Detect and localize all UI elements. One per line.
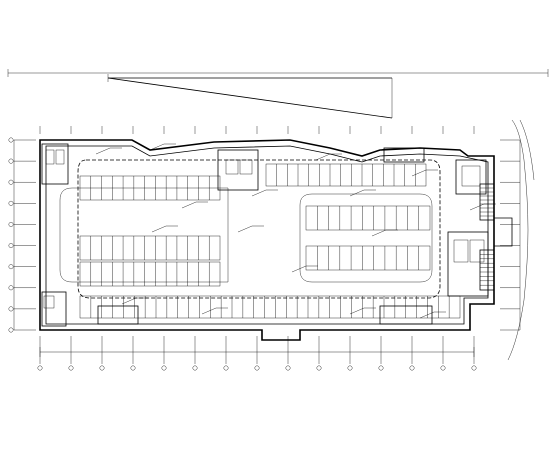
grid-bubble: [8, 222, 14, 227]
leader-line: [291, 265, 307, 273]
stall-block: [79, 261, 221, 287]
leader-line: [411, 169, 427, 177]
grid-bubble: [8, 327, 14, 333]
leader-line: [419, 311, 435, 319]
grid-bubble: [223, 365, 229, 371]
grid-bubble: [378, 365, 384, 371]
grid-bubble: [130, 365, 136, 371]
grid-bubble: [37, 365, 43, 371]
building-outline: [39, 139, 495, 341]
stall-block: [79, 295, 461, 319]
grid-bubble: [347, 365, 353, 371]
grid-bubble: [68, 365, 74, 371]
entrance-ramp: [107, 74, 393, 119]
stall-block: [305, 245, 431, 271]
leader-line: [349, 189, 365, 197]
grid-bubble: [8, 200, 14, 206]
annotation-leaders: [95, 143, 496, 319]
grid-bubble: [8, 243, 14, 248]
top-dimension-line: [7, 69, 549, 77]
leader-line: [315, 153, 331, 161]
grid-bubble: [8, 306, 14, 312]
leader-line: [469, 203, 485, 211]
grid-bubble: [8, 158, 14, 164]
stall-block: [79, 175, 221, 201]
grid-bubble: [316, 365, 322, 371]
grid-bubble: [161, 365, 167, 371]
leader-line: [95, 147, 111, 155]
grid-bubble: [409, 365, 415, 371]
east-ramp: [479, 119, 535, 361]
bottom-dimension-line: [39, 347, 475, 357]
drive-aisle: [59, 159, 441, 299]
core-rooms: [41, 143, 489, 327]
grid-bubble: [471, 365, 477, 371]
leader-line: [201, 307, 217, 315]
stall-block: [265, 163, 427, 187]
parking-stalls: [79, 163, 461, 319]
leader-line: [151, 225, 167, 233]
grid-bubble: [8, 285, 14, 291]
column-grid-axes: [8, 126, 521, 371]
leader-line: [181, 201, 197, 209]
grid-bubble: [8, 179, 14, 185]
stall-block: [305, 205, 431, 231]
leader-line: [149, 143, 165, 151]
leader-line: [237, 225, 253, 233]
leader-line: [371, 229, 387, 237]
grid-bubble: [254, 365, 260, 371]
grid-bubble: [8, 137, 14, 143]
leader-line: [349, 307, 365, 315]
grid-bubble: [8, 264, 14, 270]
stall-block: [79, 235, 221, 261]
grid-bubble: [99, 365, 105, 371]
leader-line: [121, 297, 137, 305]
leader-line: [251, 189, 267, 197]
grid-bubble: [285, 365, 291, 371]
grid-bubble: [192, 365, 198, 371]
grid-bubble: [440, 365, 446, 371]
